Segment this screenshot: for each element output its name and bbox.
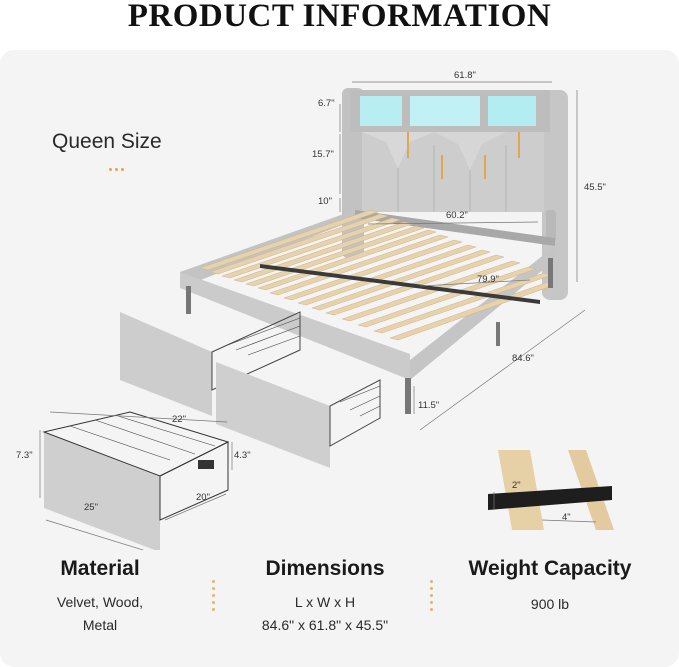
divider-dots-2 bbox=[430, 580, 434, 615]
header: PRODUCT INFORMATION bbox=[0, 0, 679, 46]
spec-material-title: Material bbox=[60, 557, 140, 580]
size-dots bbox=[109, 158, 127, 176]
spec-material-line-1: Velvet, Wood, bbox=[56, 594, 144, 610]
dim-inner-length: 79.9" bbox=[477, 274, 499, 285]
spec-dimensions-title: Dimensions bbox=[265, 557, 385, 580]
dimension-lines bbox=[39, 81, 597, 550]
dim-basket-height: 4.3" bbox=[234, 450, 251, 461]
dim-slat-thickness: 2" bbox=[512, 480, 521, 491]
spec-material: Material Velvet, Wood, Metal bbox=[40, 557, 160, 637]
dim-drawer-height: 7.3" bbox=[16, 450, 33, 461]
product-illustration: 61.8" 6.7" 15.7" 10" 45.5" 60.2" 79.9" 8… bbox=[16, 70, 614, 550]
drawer-detail bbox=[42, 411, 230, 550]
dim-shelf-height: 6.7" bbox=[318, 98, 335, 109]
dim-drawer-length: 25" bbox=[84, 502, 98, 513]
dim-drawer-depth: 22" bbox=[172, 414, 186, 425]
dim-leg-height: 11.5" bbox=[418, 400, 439, 411]
dim-slat-width: 4" bbox=[562, 512, 571, 523]
page-title: PRODUCT INFORMATION bbox=[127, 0, 552, 34]
spec-dimensions-line-1: L x W x H bbox=[294, 594, 356, 610]
spec-dimensions: Dimensions L x W x H 84.6" x 61.8" x 45.… bbox=[235, 557, 415, 637]
spec-capacity-line-1: 900 lb bbox=[530, 596, 570, 612]
spec-dimensions-line-2: 84.6" x 61.8" x 45.5" bbox=[261, 617, 389, 633]
dim-drawer-width: 20" bbox=[196, 492, 210, 503]
spec-material-line-2: Metal bbox=[82, 617, 118, 633]
size-label: Queen Size bbox=[52, 130, 162, 153]
dim-inner-width: 60.2" bbox=[446, 210, 468, 221]
spec-capacity: Weight Capacity 900 lb bbox=[452, 557, 648, 616]
spec-capacity-title: Weight Capacity bbox=[468, 557, 632, 580]
bed-drawers bbox=[120, 311, 381, 468]
headboard bbox=[342, 88, 568, 300]
slat-detail bbox=[488, 450, 614, 530]
dim-frame-to-panel: 10" bbox=[318, 196, 332, 207]
dim-total-height: 45.5" bbox=[584, 182, 606, 193]
dim-total-length: 84.6" bbox=[512, 353, 534, 364]
dim-headboard-width: 61.8" bbox=[454, 70, 476, 81]
divider-dots-1 bbox=[212, 580, 216, 615]
dim-headboard-panel: 15.7" bbox=[312, 149, 334, 160]
